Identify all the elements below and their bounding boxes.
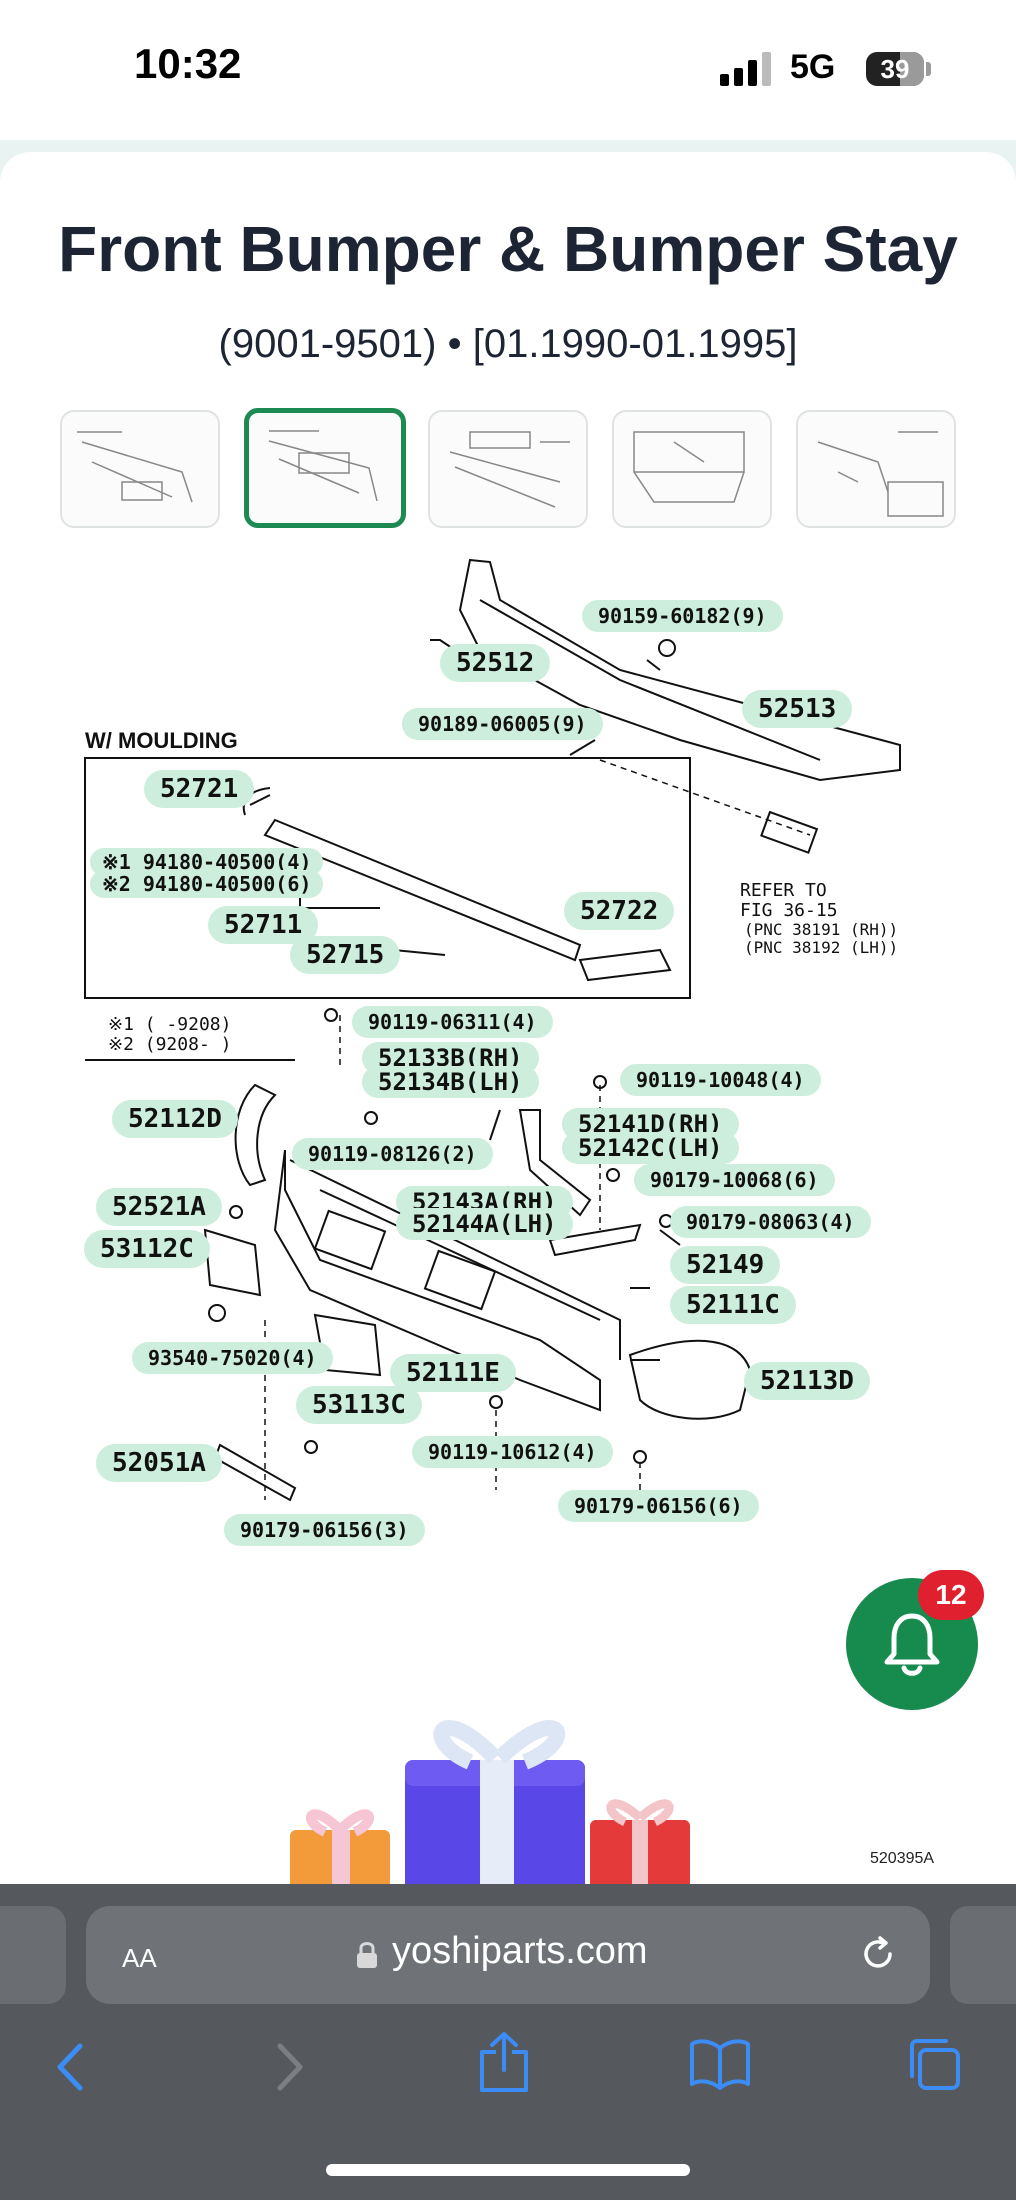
parts-drawing xyxy=(84,558,901,1520)
refer-to-line4: (PNC 38192 (LH)) xyxy=(744,938,899,957)
thumbnail-5[interactable] xyxy=(796,410,956,528)
part-callout[interactable]: 52113D xyxy=(744,1362,870,1400)
thumbnail-3[interactable] xyxy=(428,410,588,528)
forward-icon[interactable] xyxy=(270,2040,310,2094)
signal-icon xyxy=(720,52,774,86)
thumbnail-2[interactable] xyxy=(244,408,406,528)
part-callout[interactable]: 52149 xyxy=(670,1246,781,1284)
page-subtitle: (9001-9501) • [01.1990-01.1995] xyxy=(218,322,798,366)
diagram-thumbnails xyxy=(60,408,960,530)
refer-to-line2: FIG 36-15 xyxy=(740,900,838,921)
part-callout[interactable]: 93540-75020(4) xyxy=(132,1342,333,1374)
note-2: ※2 (9208- ) xyxy=(108,1034,232,1055)
address-bar[interactable]: AA yoshiparts.com xyxy=(86,1906,930,2004)
part-callout[interactable]: 90179-06156(3) xyxy=(224,1514,425,1546)
part-callout[interactable]: 52521A xyxy=(96,1188,222,1226)
part-callout[interactable]: 52721 xyxy=(144,770,255,808)
battery-icon: 39 xyxy=(866,52,924,86)
status-bar: 10:32 5G 39 xyxy=(0,0,1016,140)
part-callout[interactable]: ※2 94180-40500(6) xyxy=(90,870,324,898)
next-tab-preview[interactable] xyxy=(950,1906,1016,2004)
home-indicator xyxy=(326,2164,690,2176)
diagram-code: 520395A xyxy=(870,1850,935,1867)
page-title: Front Bumper & Bumper Stay xyxy=(58,213,958,285)
part-callout[interactable]: 52512 xyxy=(440,644,551,682)
aa-label: AA xyxy=(122,1943,157,1973)
part-callout[interactable]: 52513 xyxy=(742,690,853,728)
part-callout[interactable]: 90179-08063(4) xyxy=(670,1206,871,1238)
part-callout[interactable]: 52142C(LH) xyxy=(562,1132,739,1164)
bell-icon xyxy=(884,1613,940,1676)
part-callout[interactable]: 52144A(LH) xyxy=(396,1208,573,1240)
notification-badge: 12 xyxy=(918,1570,984,1620)
previous-tab-preview[interactable] xyxy=(0,1906,66,2004)
gift-promo-image[interactable] xyxy=(270,1700,750,1900)
part-callout[interactable]: 52112D xyxy=(112,1100,238,1138)
part-callout[interactable]: 52051A xyxy=(96,1444,222,1482)
refer-to-line1: REFER TO xyxy=(740,880,827,901)
status-time: 10:32 xyxy=(134,40,242,87)
part-callout[interactable]: 52722 xyxy=(564,892,675,930)
parts-diagram: W/ MOULDING REFER TO FIG 36-15 (PNC 3819… xyxy=(60,540,960,1580)
part-callout[interactable]: 52715 xyxy=(290,936,401,974)
part-callout[interactable]: 90179-06156(6) xyxy=(558,1490,759,1522)
network-type: 5G xyxy=(790,48,836,86)
refer-to-line3: (PNC 38191 (RH)) xyxy=(744,920,899,939)
part-callout[interactable]: 90159-60182(9) xyxy=(582,600,783,632)
part-callout[interactable]: 90119-10612(4) xyxy=(412,1436,613,1468)
bookmarks-icon[interactable] xyxy=(688,2038,752,2090)
lock-icon xyxy=(357,1942,377,1968)
part-callout[interactable]: 52134B(LH) xyxy=(362,1066,539,1098)
part-callout[interactable]: 53113C xyxy=(296,1386,422,1424)
part-callout[interactable]: 53112C xyxy=(84,1230,210,1268)
part-callout[interactable]: 52111E xyxy=(390,1354,516,1392)
part-callout[interactable]: 52111C xyxy=(670,1286,796,1324)
tabs-icon[interactable] xyxy=(906,2036,962,2092)
moulding-section-label: W/ MOULDING xyxy=(85,728,238,753)
part-callout[interactable]: 90179-10068(6) xyxy=(634,1164,835,1196)
battery-level: 39 xyxy=(880,54,910,84)
note-1: ※1 ( -9208) xyxy=(108,1014,232,1035)
reader-options-button[interactable]: AA xyxy=(122,1934,157,1976)
back-icon[interactable] xyxy=(50,2040,90,2094)
thumbnail-4[interactable] xyxy=(612,410,772,528)
part-callout[interactable]: 90119-06311(4) xyxy=(352,1006,553,1038)
url-text: yoshiparts.com xyxy=(392,1930,648,1972)
share-icon[interactable] xyxy=(476,2030,532,2094)
reload-icon[interactable] xyxy=(856,1932,900,1976)
part-callout[interactable]: 90119-08126(2) xyxy=(292,1138,493,1170)
thumbnail-1[interactable] xyxy=(60,410,220,528)
part-callout[interactable]: 90119-10048(4) xyxy=(620,1064,821,1096)
part-callout[interactable]: 90189-06005(9) xyxy=(402,708,603,740)
